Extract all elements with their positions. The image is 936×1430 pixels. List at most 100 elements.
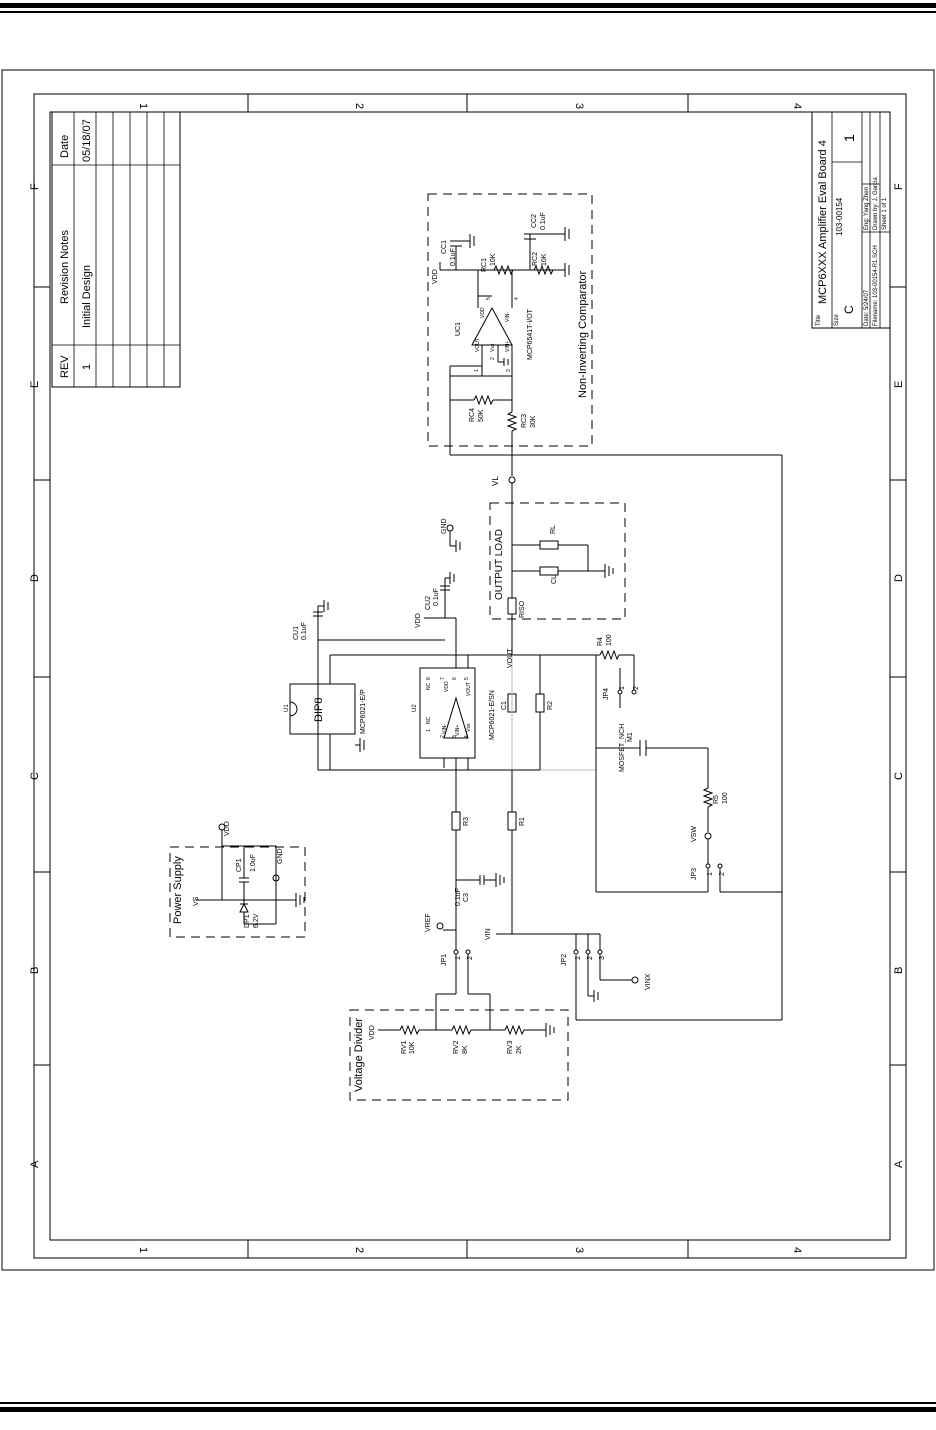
- zone-right-f: F: [893, 183, 905, 190]
- title-block: Title Size Date: 5/24/07 Filename: 103-0…: [811, 111, 891, 329]
- rv3-label: RV3: [507, 1040, 514, 1054]
- cu1-label: CU1: [293, 626, 300, 640]
- r4-label: R4: [597, 637, 604, 646]
- rl-label: RL: [550, 525, 557, 534]
- jp2-pin2: 2: [587, 956, 594, 960]
- zone-bottom-3: 3: [573, 1247, 585, 1253]
- u2-pin-vinp: VIN+: [455, 725, 461, 736]
- cc1-label: CC1: [441, 240, 448, 254]
- tb-engineer: Eng: Yang Zhen: [864, 187, 870, 230]
- vref-label: VREF: [425, 913, 432, 932]
- cu2-decoupling: VDD CU2 0.1uF: [415, 572, 457, 668]
- vdd-vdiv: VDD: [369, 1025, 376, 1040]
- rv2-value: 8K: [462, 1045, 469, 1054]
- vin-label: VIN: [485, 928, 492, 940]
- zone-left-c: C: [29, 772, 41, 780]
- rv1-label: RV1: [401, 1040, 408, 1054]
- jp4-pin2: 2: [633, 686, 640, 690]
- gnd-label-top: GND: [441, 518, 448, 534]
- cp1-value: 1.0uF: [250, 854, 257, 872]
- u2-pin-nc-b: NC: [426, 682, 432, 690]
- zone-top-1: 1: [137, 103, 149, 109]
- tb-filename: Filename: 103-00154-R1.SCH: [873, 245, 879, 326]
- uc1-pin2: 2: [490, 357, 496, 360]
- uc1-pin5: 5: [486, 297, 492, 300]
- u2-pin5: 5: [464, 677, 470, 680]
- date-value: 05/18/07: [81, 119, 93, 162]
- dip8-label: DIP8: [313, 698, 325, 722]
- uc1-pin3: 3: [506, 369, 512, 372]
- tb-drawn-by: Drawn by: J. Garcia: [873, 177, 879, 230]
- cc1-value: 0.1uF: [450, 248, 457, 266]
- u2-pin-vss: Vss: [466, 723, 472, 732]
- notes-value: Initial Design: [81, 265, 93, 328]
- voltage-divider-title: Voltage Divider: [353, 1018, 365, 1092]
- rc2-value: 10K: [541, 253, 548, 266]
- uc1-pin4: 4: [514, 297, 520, 300]
- jp4-label: JP4: [603, 688, 610, 700]
- zone-bottom-4: 4: [791, 1247, 803, 1253]
- tb-size: C: [842, 305, 856, 314]
- outer-frame: [1, 69, 935, 1271]
- zone-right-b: B: [893, 967, 905, 974]
- gnd-symbol-top: GND: [441, 518, 461, 552]
- bottom-rule-thin: [0, 1402, 936, 1404]
- jp1-label: JP1: [441, 954, 448, 966]
- rv3-value: 2K: [516, 1045, 523, 1054]
- vs-label: VS: [193, 896, 200, 906]
- top-rule-thick: [0, 3, 936, 8]
- tb-rev: 1: [841, 134, 857, 142]
- jp1-pin2: 2: [467, 956, 474, 960]
- dp1-value: 6.2V: [253, 913, 260, 928]
- vl-label: VL: [491, 476, 500, 486]
- u2-part: MCP6021-E/SN: [489, 690, 496, 740]
- tb-title: MCP6XXX Amplifier Eval Board 4: [817, 140, 829, 304]
- vl-node: VL: [491, 476, 516, 486]
- date-header: Date: [59, 135, 71, 158]
- rev-value: 1: [81, 364, 93, 370]
- u2-label: U2: [412, 704, 418, 712]
- size-label: Size: [834, 314, 840, 326]
- cc2-value: 0.1uF: [540, 212, 547, 230]
- jp4-pin1: 1: [619, 686, 626, 690]
- r2-label: R2: [547, 701, 554, 710]
- u2-pin1: 1: [426, 729, 432, 732]
- vdd-comp: VDD: [432, 269, 439, 284]
- cu1-value: 0.1uF: [301, 622, 308, 640]
- cu2-label: CU2: [425, 596, 432, 610]
- zone-left-b: B: [29, 967, 41, 974]
- riso-label: RISO: [519, 600, 526, 618]
- rev-header: REV: [59, 355, 71, 378]
- top-rule-thin: [0, 11, 936, 13]
- jp3-pin1: 1: [707, 872, 714, 876]
- rc4-value: 50K: [478, 409, 485, 422]
- gnd-ps: GND: [277, 848, 284, 864]
- zone-bottom-1: 1: [137, 1247, 149, 1253]
- zone-top-4: 4: [791, 103, 803, 109]
- u2-pin8: 8: [426, 677, 432, 680]
- uc1-pin-vinm: VIN-: [505, 312, 511, 322]
- vdd-cu2: VDD: [415, 613, 422, 628]
- zone-right-d: D: [893, 574, 905, 582]
- notes-header: Revision Notes: [59, 230, 71, 304]
- uc1-pin-vinp: VIN+: [505, 341, 511, 352]
- zone-right-a: A: [893, 1160, 905, 1168]
- zone-left-d: D: [29, 574, 41, 582]
- output-load-title: OUTPUT LOAD: [494, 529, 505, 600]
- r3-label: R3: [463, 817, 470, 826]
- zone-dividers: [34, 94, 906, 1258]
- tb-part-number: 103-00154: [835, 197, 844, 236]
- vdd-ps: VDD: [224, 821, 231, 836]
- jp3-label: JP3: [691, 868, 698, 880]
- vinx-label: VINX: [645, 973, 652, 990]
- u2-pin7: 7: [440, 677, 446, 680]
- cc2-label: CC2: [531, 214, 538, 228]
- u2-pin-vout: VOUT: [466, 682, 472, 696]
- output-load-block: RL CL RISO OUTPUT LOAD: [489, 483, 626, 655]
- vsw-label: VSW: [691, 826, 698, 842]
- dp1-label: DP1: [244, 914, 251, 928]
- uc1-pin-vout: VOUT: [475, 338, 481, 352]
- tb-date: Date: 5/24/07: [864, 289, 870, 326]
- cu1-decoupling: CU1 0.1uF: [293, 600, 445, 770]
- uc1-part: MCP6541T-I/OT: [527, 308, 534, 360]
